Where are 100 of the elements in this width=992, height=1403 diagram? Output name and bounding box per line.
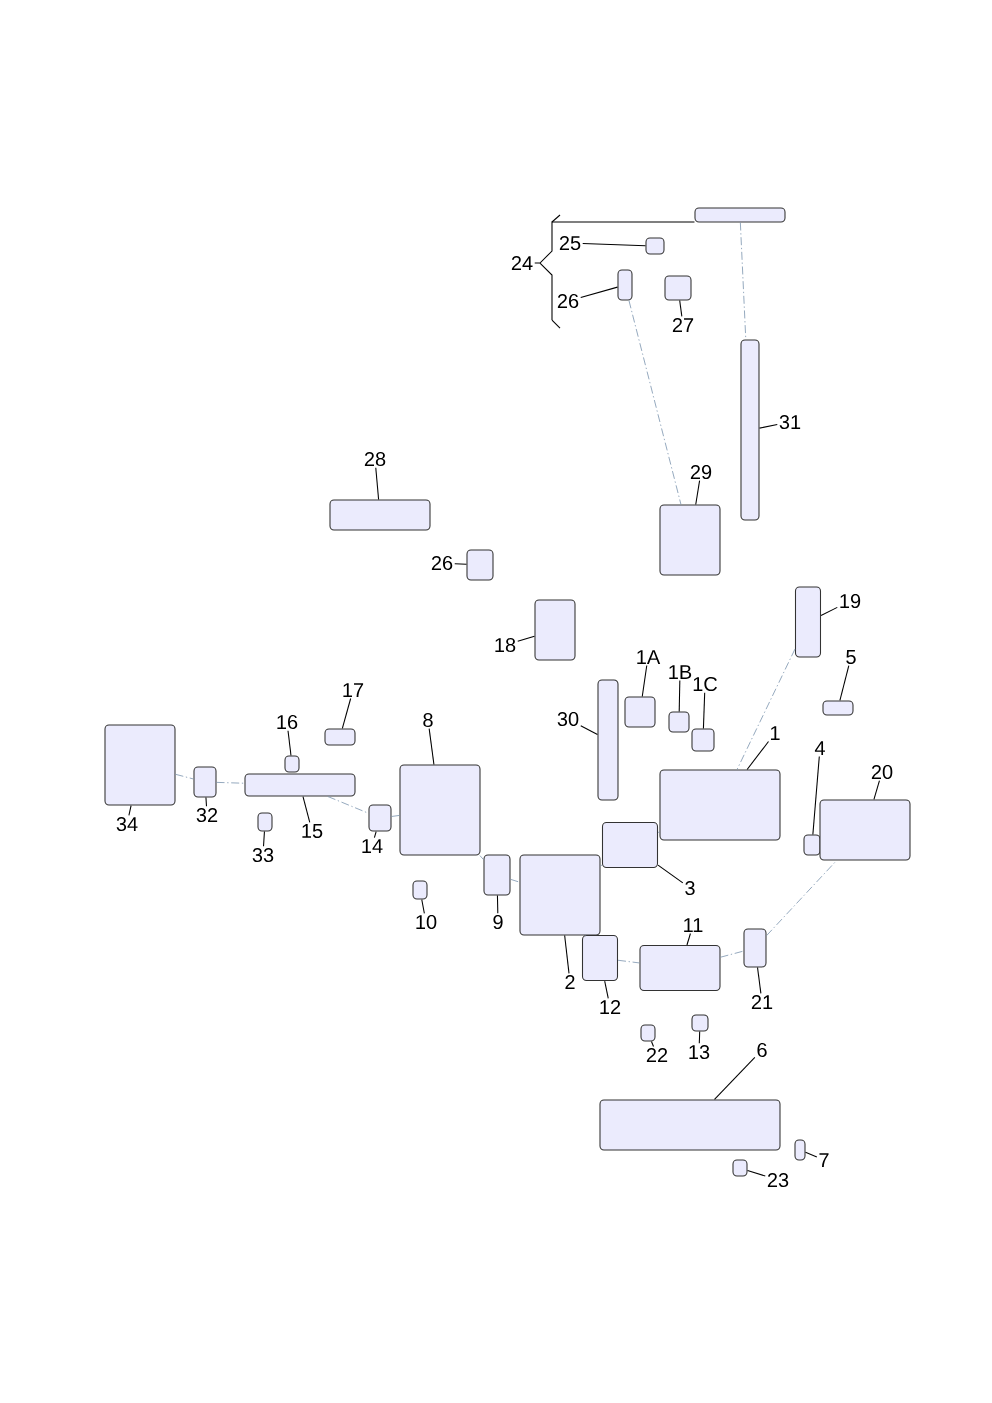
callout-number: 1A xyxy=(637,650,661,664)
callout-number: 1C xyxy=(693,676,717,692)
part-drawing xyxy=(581,934,619,982)
callout-number: 22 xyxy=(646,1048,668,1062)
callout-number: 1 xyxy=(770,726,780,740)
callout-number: 8 xyxy=(423,712,433,728)
part-drawing xyxy=(284,755,300,773)
leader-line xyxy=(695,480,701,505)
callout-number: 25 xyxy=(559,235,581,251)
part-drawing xyxy=(257,812,273,832)
callout-number: 7 xyxy=(819,1153,829,1167)
callout-number: 4 xyxy=(814,741,825,755)
part-drawing xyxy=(104,724,176,806)
callout-number: 1B xyxy=(669,665,692,679)
callout-number: 34 xyxy=(116,816,138,832)
assembly-line xyxy=(736,648,796,770)
callout-number: 21 xyxy=(751,995,773,1009)
assembly-line xyxy=(720,950,744,958)
part-drawing xyxy=(399,764,481,856)
leader-line xyxy=(375,467,380,500)
part-drawing xyxy=(368,804,392,832)
assembly-line xyxy=(216,781,245,784)
callout-number: 19 xyxy=(840,593,861,609)
bracket xyxy=(534,214,695,329)
leader-line xyxy=(641,664,648,697)
leader-line xyxy=(820,606,838,617)
leader-line xyxy=(421,899,425,914)
leader-line xyxy=(759,424,778,429)
leader-line xyxy=(341,697,352,729)
callout-number: 26 xyxy=(557,293,579,309)
part-drawing xyxy=(803,834,821,856)
assembly-line xyxy=(628,300,682,505)
callout-number: 27 xyxy=(672,318,694,332)
callout-number: 17 xyxy=(343,683,364,697)
leader-line xyxy=(678,679,681,712)
assembly-line xyxy=(739,222,747,340)
callout-number: 9 xyxy=(493,914,503,930)
leader-line xyxy=(746,740,770,770)
leader-line xyxy=(698,1031,701,1044)
callout-number: 2 xyxy=(565,975,575,989)
callout-number: 33 xyxy=(252,847,274,863)
leader-line xyxy=(580,286,618,298)
leader-line xyxy=(713,1056,756,1100)
leader-line xyxy=(373,831,377,839)
part-drawing xyxy=(466,549,494,581)
callout-number: 13 xyxy=(689,1044,710,1060)
callout-number: 29 xyxy=(690,464,712,480)
part-drawing xyxy=(639,944,721,992)
part-drawing xyxy=(412,880,428,900)
leader-line xyxy=(564,935,570,974)
part-drawing xyxy=(645,237,665,255)
part-drawing xyxy=(483,854,511,896)
leader-line xyxy=(747,1169,766,1177)
callout-number: 6 xyxy=(757,1042,767,1058)
callout-number: 23 xyxy=(767,1172,789,1188)
part-drawing xyxy=(794,1139,806,1161)
assembly-line xyxy=(327,796,369,814)
callout-number: 20 xyxy=(871,764,893,780)
callout-number: 5 xyxy=(846,650,856,664)
callout-number: 18 xyxy=(495,637,516,653)
part-drawing xyxy=(740,339,760,521)
part-drawing xyxy=(819,799,911,861)
leader-line xyxy=(650,1041,655,1047)
leader-line xyxy=(580,725,598,735)
part-drawing xyxy=(691,1014,709,1032)
leader-line xyxy=(757,967,762,994)
part-drawing xyxy=(599,1099,781,1151)
part-drawing xyxy=(324,728,356,746)
callout-number: 15 xyxy=(302,824,323,838)
leader-line xyxy=(263,831,265,847)
callout-number: 26 xyxy=(431,555,453,571)
callout-number: 32 xyxy=(196,807,218,823)
leader-line xyxy=(839,665,850,701)
leader-line xyxy=(302,796,311,823)
leader-line xyxy=(812,755,820,835)
part-drawing xyxy=(694,207,786,223)
leader-line xyxy=(604,980,609,999)
callout-number: 11 xyxy=(684,918,703,932)
callout-number: 14 xyxy=(362,839,383,853)
leader-line xyxy=(657,864,684,884)
assembly-line xyxy=(585,934,587,936)
part-drawing xyxy=(534,599,576,661)
callout-number: 10 xyxy=(416,914,437,930)
part-drawing xyxy=(601,821,659,869)
part-drawing xyxy=(743,928,767,968)
part-drawing xyxy=(794,586,822,658)
part-drawing xyxy=(329,499,431,531)
leader-line xyxy=(428,728,435,765)
part-drawing xyxy=(244,773,356,797)
part-drawing xyxy=(822,700,854,716)
part-drawing xyxy=(519,854,601,936)
part-drawing xyxy=(668,711,690,733)
callout-number: 30 xyxy=(557,711,579,727)
callout-number: 24 xyxy=(511,256,533,270)
leader-line xyxy=(582,242,646,247)
leader-line xyxy=(454,563,467,565)
leader-line xyxy=(805,1151,818,1158)
leader-line xyxy=(686,932,691,946)
assembly-line xyxy=(175,773,194,780)
part-drawing xyxy=(597,679,619,801)
